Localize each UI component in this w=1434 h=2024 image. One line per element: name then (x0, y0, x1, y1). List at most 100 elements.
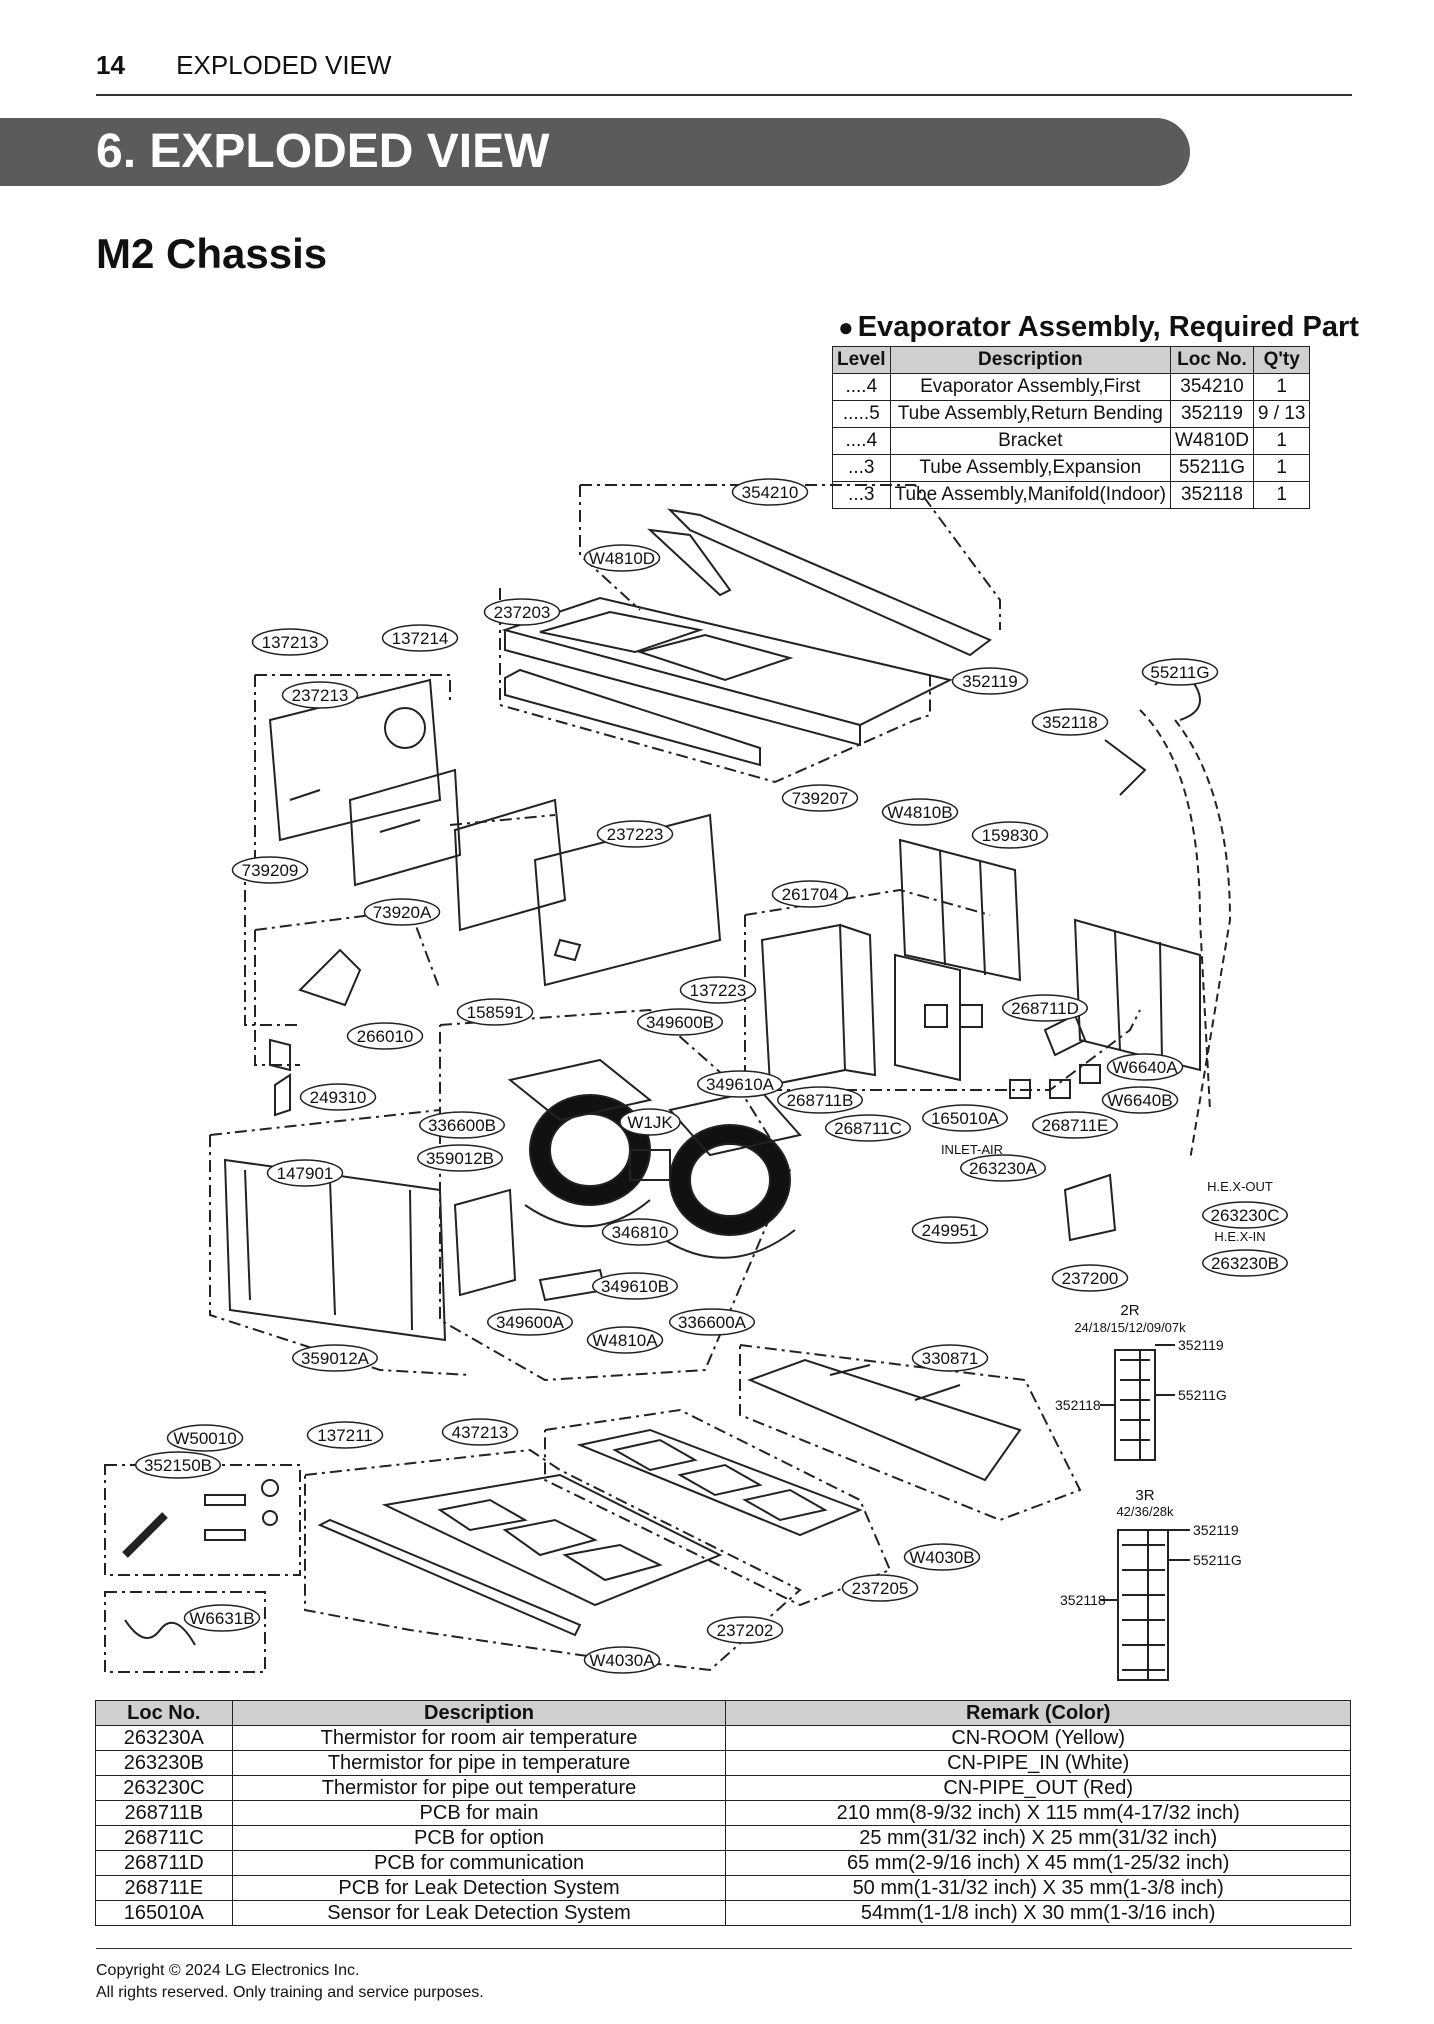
callout-bubble (771, 880, 849, 908)
parts-cell: CN-PIPE_OUT (Red) (725, 1775, 1351, 1801)
parts-cell: PCB for option (231, 1825, 727, 1851)
evaporator-cell: W4810D (1170, 427, 1254, 455)
part-label: W6640B (1107, 1091, 1172, 1110)
parts-cell: 210 mm(8-9/32 inch) X 115 mm(4-17/32 inc… (725, 1800, 1351, 1826)
evaporator-cell: 1 (1252, 427, 1311, 455)
parts-header-cell: Remark (Color) (725, 1700, 1351, 1726)
callout-bubble (706, 1616, 784, 1644)
callout-bubble (1202, 1249, 1288, 1277)
parts-cell: 268711B (95, 1800, 233, 1826)
part-label: 263230A (969, 1159, 1038, 1178)
callout-bubble (669, 1308, 755, 1336)
callout-bubble (596, 820, 674, 848)
callout-bubble (1141, 658, 1219, 686)
parts-cell: Thermistor for room air temperature (231, 1725, 727, 1751)
callout-bubble (586, 1326, 664, 1354)
evaporator-cell: 9 / 13 (1252, 400, 1311, 428)
part-label: W4810B (887, 803, 952, 822)
evaporator-cell: 1 (1252, 481, 1311, 509)
parts-cell: Thermistor for pipe in temperature (231, 1750, 727, 1776)
part-label: H.E.X-OUT (1207, 1179, 1273, 1194)
evaporator-cell: 354210 (1170, 373, 1254, 401)
parts-cell: 268711D (95, 1850, 233, 1876)
part-label: 349600B (646, 1013, 714, 1032)
part-label: 158591 (467, 1003, 524, 1022)
evaporator-cell: 352119 (1170, 400, 1254, 428)
callout-bubble (166, 1424, 244, 1452)
front-grille (223, 1158, 447, 1342)
part-label: W1JK (627, 1113, 673, 1132)
evaporator-header-cell: Level (832, 346, 891, 374)
callout-bubble (825, 1114, 911, 1142)
callout-bubble (881, 798, 959, 826)
part-label: 237200 (1062, 1269, 1119, 1288)
callout-bubble (1002, 994, 1088, 1022)
part-label: W4030B (909, 1548, 974, 1567)
part-label: 147901 (277, 1164, 334, 1183)
bullet-icon: ● (838, 312, 854, 342)
part-label: 336600A (678, 1313, 747, 1332)
callout-bubble (777, 1086, 863, 1114)
callout-bubble (299, 1083, 377, 1111)
parts-cell: 65 mm(2-9/16 inch) X 45 mm(1-25/32 inch) (725, 1850, 1351, 1876)
part-label: 55211G (1150, 663, 1209, 682)
part-label: INLET-AIR (941, 1142, 1003, 1157)
evaporator-cell: 1 (1252, 454, 1311, 482)
evaporator-header-cell: Loc No. (1170, 346, 1254, 374)
part-label: 237203 (494, 603, 551, 622)
callout-bubble (679, 976, 757, 1004)
evaporator-cell: Bracket (889, 427, 1172, 455)
part-label: 237223 (607, 825, 664, 844)
part-label: W4030A (589, 1651, 655, 1670)
parts-cell: CN-ROOM (Yellow) (725, 1725, 1351, 1751)
section-name: EXPLODED VIEW (176, 50, 392, 80)
callout-bubble (281, 681, 359, 709)
callout-bubble (1106, 1053, 1184, 1081)
callout-bubble (960, 1154, 1046, 1182)
part-label: 739209 (242, 861, 299, 880)
part-label: 263230C (1210, 1206, 1279, 1225)
parts-cell: 54mm(1-1/8 inch) X 30 mm(1-3/16 inch) (725, 1900, 1351, 1926)
callout-bubble (231, 856, 309, 884)
parts-cell: 263230C (95, 1775, 233, 1801)
parts-cell: Thermistor for pipe out temperature (231, 1775, 727, 1801)
evaporator-cell: .....5 (832, 400, 891, 428)
evaporator-cell: 1 (1252, 373, 1311, 401)
inset-3r-title: 3R (1135, 1487, 1154, 1504)
parts-header-cell: Loc No. (95, 1700, 233, 1726)
top-panel (501, 596, 953, 727)
part-label: 237205 (852, 1579, 909, 1598)
part-label: 268711C (834, 1119, 902, 1138)
page-header: 14 EXPLODED VIEW (96, 50, 391, 81)
part-label: 354210 (742, 483, 799, 502)
callout-bubble (592, 1272, 678, 1300)
bottom-panel (381, 1473, 723, 1607)
callout-bubble (731, 478, 809, 506)
callout-bubble (1032, 1111, 1118, 1139)
callout-bubble (922, 1104, 1008, 1132)
parts-cell: 263230B (95, 1750, 233, 1776)
callout-bubble (911, 1344, 989, 1372)
coil-inset-2r (1100, 1344, 1175, 1461)
evaporator-cell: ...3 (832, 454, 891, 482)
part-label: 349610B (601, 1277, 669, 1296)
part-label: 346810 (612, 1223, 669, 1242)
part-label: 268711D (1011, 999, 1079, 1018)
callout-bubble (483, 598, 561, 626)
inset-2r-label: 55211G (1178, 1387, 1227, 1403)
evaporator-cell: Tube Assembly,Return Bending (889, 400, 1172, 428)
callout-bubble (135, 1451, 221, 1479)
callout-bubble (381, 624, 459, 652)
parts-cell: 165010A (95, 1900, 233, 1926)
inset-3r-label: 352119 (1193, 1522, 1239, 1538)
part-label: 137213 (262, 633, 319, 652)
